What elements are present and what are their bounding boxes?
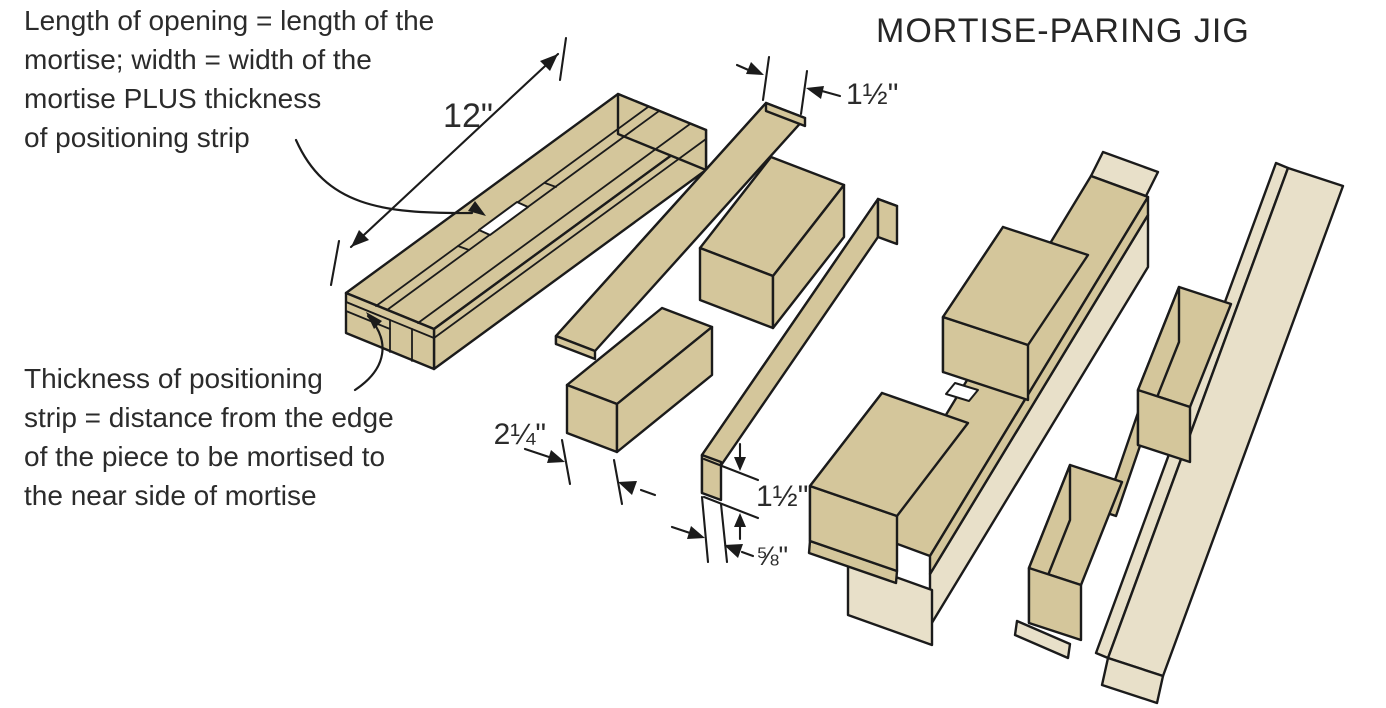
dim-arrowhead (540, 54, 558, 71)
leader-line-opening (294, 138, 474, 215)
plate-far-end-face (764, 101, 807, 128)
callout-line: Thickness of positioning (24, 363, 323, 394)
jig-in-use (1013, 161, 1345, 705)
strip-far-end-face (876, 197, 899, 246)
dim-arrow-line (523, 447, 551, 459)
dim-label-jig-length: 12" (443, 97, 493, 135)
dim-arrow-line (670, 525, 692, 535)
dim-arrowhead (687, 526, 705, 539)
workpiece-sliver (1013, 619, 1072, 660)
dim-line (349, 52, 560, 249)
callout-line: of positioning strip (24, 122, 250, 153)
dim-tick (761, 55, 771, 102)
callout-opening-note: Length of opening = length of the mortis… (24, 5, 486, 216)
dim-label-strip-thickness: ⅝" (756, 541, 788, 571)
spacer-block-lower (565, 306, 714, 454)
block-top-face (808, 391, 970, 518)
jig-block-lower (808, 391, 970, 573)
dim-arrowhead (734, 457, 746, 471)
leader-arrowhead (468, 201, 486, 216)
plate-end-face (554, 334, 597, 361)
diagram-title: MORTISE-PARING JIG (876, 12, 1250, 50)
workpiece-end-face (1100, 656, 1165, 705)
dim-arrowhead (806, 86, 824, 99)
jig-block-lower (1027, 463, 1124, 642)
dim-arrowhead (351, 230, 369, 247)
dim-arrow-line (820, 89, 842, 98)
block-side-face (615, 325, 714, 454)
dim-strip-height: 1½" (702, 442, 808, 541)
dim-strip-thickness: ⅝" (670, 495, 788, 571)
dim-block-width: 2¼" (494, 418, 657, 506)
callout-line: mortise; width = width of the (24, 44, 372, 75)
block-top-face (941, 225, 1090, 347)
jig-block-upper (1136, 285, 1233, 464)
step-far-line (417, 123, 691, 324)
dim-tick (329, 239, 341, 287)
positioning-strip-part (700, 197, 899, 502)
workpiece-end-face (846, 558, 934, 647)
mortise-opening (478, 201, 529, 236)
jig-block-upper (941, 225, 1090, 402)
callout-line: strip = distance from the edge (24, 402, 394, 433)
dim-ext-line (700, 495, 710, 564)
jig-on-workpiece (807, 150, 1160, 647)
dim-tick (558, 36, 568, 82)
slot-tick-1 (457, 245, 470, 251)
plate-seam-side (433, 138, 707, 339)
leader-arrowhead (366, 312, 382, 329)
callout-line: the near side of mortise (24, 480, 317, 511)
dim-arrow-line (740, 550, 755, 558)
dim-arrowhead (746, 62, 764, 75)
spacer-block-upper (698, 155, 846, 330)
dim-ext-line (719, 502, 729, 564)
dim-label-plate-width: 1½" (846, 78, 898, 111)
dim-tick (560, 438, 572, 486)
dim-label-block-width: 2¼" (494, 418, 546, 451)
callout-line: of the piece to be mortised to (24, 441, 385, 472)
slot-tick-2 (544, 182, 557, 188)
dim-jig-length: 12" (329, 36, 568, 287)
jig-plate-side (928, 195, 1150, 576)
callout-thickness-note: Thickness of positioning strip = distanc… (24, 312, 394, 511)
dim-arrowhead (734, 513, 746, 527)
dim-tick (799, 69, 809, 116)
block-front-face (1027, 566, 1083, 642)
exploded-parts (554, 101, 899, 502)
dim-ext-line (702, 495, 760, 520)
paring-slot (945, 382, 979, 402)
callout-line: Length of opening = length of the (24, 5, 434, 36)
dim-label-strip-height: 1½" (756, 480, 808, 513)
dim-arrow-line (639, 488, 657, 497)
top-plate-part (554, 101, 807, 361)
dim-plate-width: 1½" (735, 55, 898, 116)
dim-arrowhead (724, 544, 743, 558)
dim-arrowhead (547, 450, 565, 463)
block-side-face (771, 183, 846, 330)
callout-line: mortise PLUS thickness (24, 83, 321, 114)
strip-end-face (700, 453, 723, 502)
dim-arrowhead (618, 481, 637, 495)
dim-ext-line (702, 457, 760, 482)
block-front-face (1136, 388, 1192, 464)
